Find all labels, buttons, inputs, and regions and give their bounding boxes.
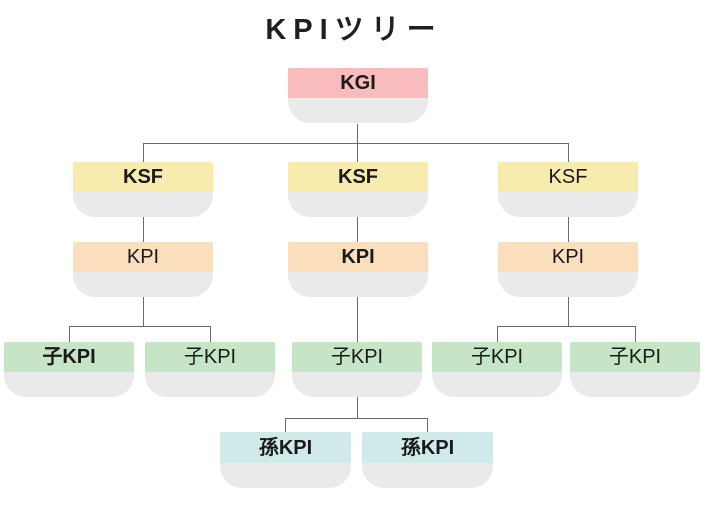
node-ksf-3-header: KSF <box>498 162 638 192</box>
node-child-kpi-4: 子KPI <box>432 342 562 397</box>
node-grandchild-kpi-2-body <box>362 463 493 488</box>
connector-kpi1-down <box>143 297 144 326</box>
page-title: KPIツリー <box>265 14 443 46</box>
node-ksf-1-label: KSF <box>123 166 163 188</box>
node-child-kpi-1-label: 子KPI <box>42 346 96 368</box>
node-grandchild-kpi-1-header: 孫KPI <box>220 432 351 463</box>
node-kgi-header: KGI <box>288 68 428 98</box>
node-child-kpi-3-header: 子KPI <box>292 342 422 372</box>
node-grandchild-kpi-2-label: 孫KPI <box>400 436 455 459</box>
node-child-kpi-5-label: 子KPI <box>608 346 662 368</box>
connector-kpi1-horizontal <box>69 326 211 327</box>
connector-childkpi1-drop <box>69 326 70 342</box>
connector-kpi3-down <box>568 297 569 326</box>
connector-ksf3-kpi3 <box>568 217 569 242</box>
node-grandchild-kpi-1: 孫KPI <box>220 432 351 488</box>
node-kpi-3-header: KPI <box>498 242 638 272</box>
node-ksf-2-header: KSF <box>288 162 428 192</box>
node-ksf-1-header: KSF <box>73 162 213 192</box>
connector-kpi3-horizontal <box>497 326 636 327</box>
connector-ksf1-drop <box>143 143 144 162</box>
node-kpi-2-header: KPI <box>288 242 428 272</box>
connector-ksf1-kpi1 <box>143 217 144 242</box>
node-grandchild-kpi-2: 孫KPI <box>362 432 493 488</box>
node-kpi-2-body <box>288 272 428 297</box>
node-child-kpi-1-header: 子KPI <box>4 342 134 372</box>
node-ksf-2: KSF <box>288 162 428 217</box>
node-kpi-3-body <box>498 272 638 297</box>
node-child-kpi-3-label: 子KPI <box>330 346 384 368</box>
node-ksf-1-body <box>73 192 213 217</box>
connector-ksf-horizontal <box>143 143 569 144</box>
node-child-kpi-1-body <box>4 372 134 397</box>
connector-childkpi5-drop <box>635 326 636 342</box>
node-ksf-3-body <box>498 192 638 217</box>
node-grandchild-kpi-2-header: 孫KPI <box>362 432 493 463</box>
node-child-kpi-5-body <box>570 372 700 397</box>
node-kpi-1-label: KPI <box>126 246 160 268</box>
node-kpi-1-header: KPI <box>73 242 213 272</box>
node-child-kpi-5: 子KPI <box>570 342 700 397</box>
node-child-kpi-5-header: 子KPI <box>570 342 700 372</box>
connector-grandkpi-horizontal <box>285 418 428 419</box>
node-grandchild-kpi-1-label: 孫KPI <box>258 436 313 459</box>
node-child-kpi-4-header: 子KPI <box>432 342 562 372</box>
node-kgi-body <box>288 98 428 123</box>
node-kpi-3-label: KPI <box>551 246 585 268</box>
node-kpi-1: KPI <box>73 242 213 297</box>
node-ksf-3: KSF <box>498 162 638 217</box>
node-child-kpi-4-label: 子KPI <box>470 346 524 368</box>
connector-ksf3-drop <box>568 143 569 162</box>
connector-ksf2-kpi2 <box>357 217 358 242</box>
node-ksf-2-label: KSF <box>338 166 378 188</box>
node-child-kpi-3: 子KPI <box>292 342 422 397</box>
node-grandchild-kpi-1-body <box>220 463 351 488</box>
node-child-kpi-2-header: 子KPI <box>145 342 275 372</box>
node-child-kpi-1: 子KPI <box>4 342 134 397</box>
node-kpi-3: KPI <box>498 242 638 297</box>
node-child-kpi-3-body <box>292 372 422 397</box>
node-kgi: KGI <box>288 68 428 123</box>
node-kpi-1-body <box>73 272 213 297</box>
connector-kpi2-childkpi3 <box>357 297 358 342</box>
node-kpi-2: KPI <box>288 242 428 297</box>
node-child-kpi-2-body <box>145 372 275 397</box>
connector-grandkpi2-drop <box>427 418 428 432</box>
node-child-kpi-2: 子KPI <box>145 342 275 397</box>
node-child-kpi-4-body <box>432 372 562 397</box>
node-child-kpi-2-label: 子KPI <box>183 346 237 368</box>
connector-childkpi3-down <box>357 396 358 418</box>
connector-childkpi4-drop <box>497 326 498 342</box>
node-ksf-1: KSF <box>73 162 213 217</box>
node-ksf-2-body <box>288 192 428 217</box>
node-kpi-2-label: KPI <box>341 246 375 268</box>
node-ksf-3-label: KSF <box>548 166 588 188</box>
connector-childkpi2-drop <box>210 326 211 342</box>
node-kgi-label: KGI <box>340 72 376 94</box>
connector-grandkpi1-drop <box>285 418 286 432</box>
